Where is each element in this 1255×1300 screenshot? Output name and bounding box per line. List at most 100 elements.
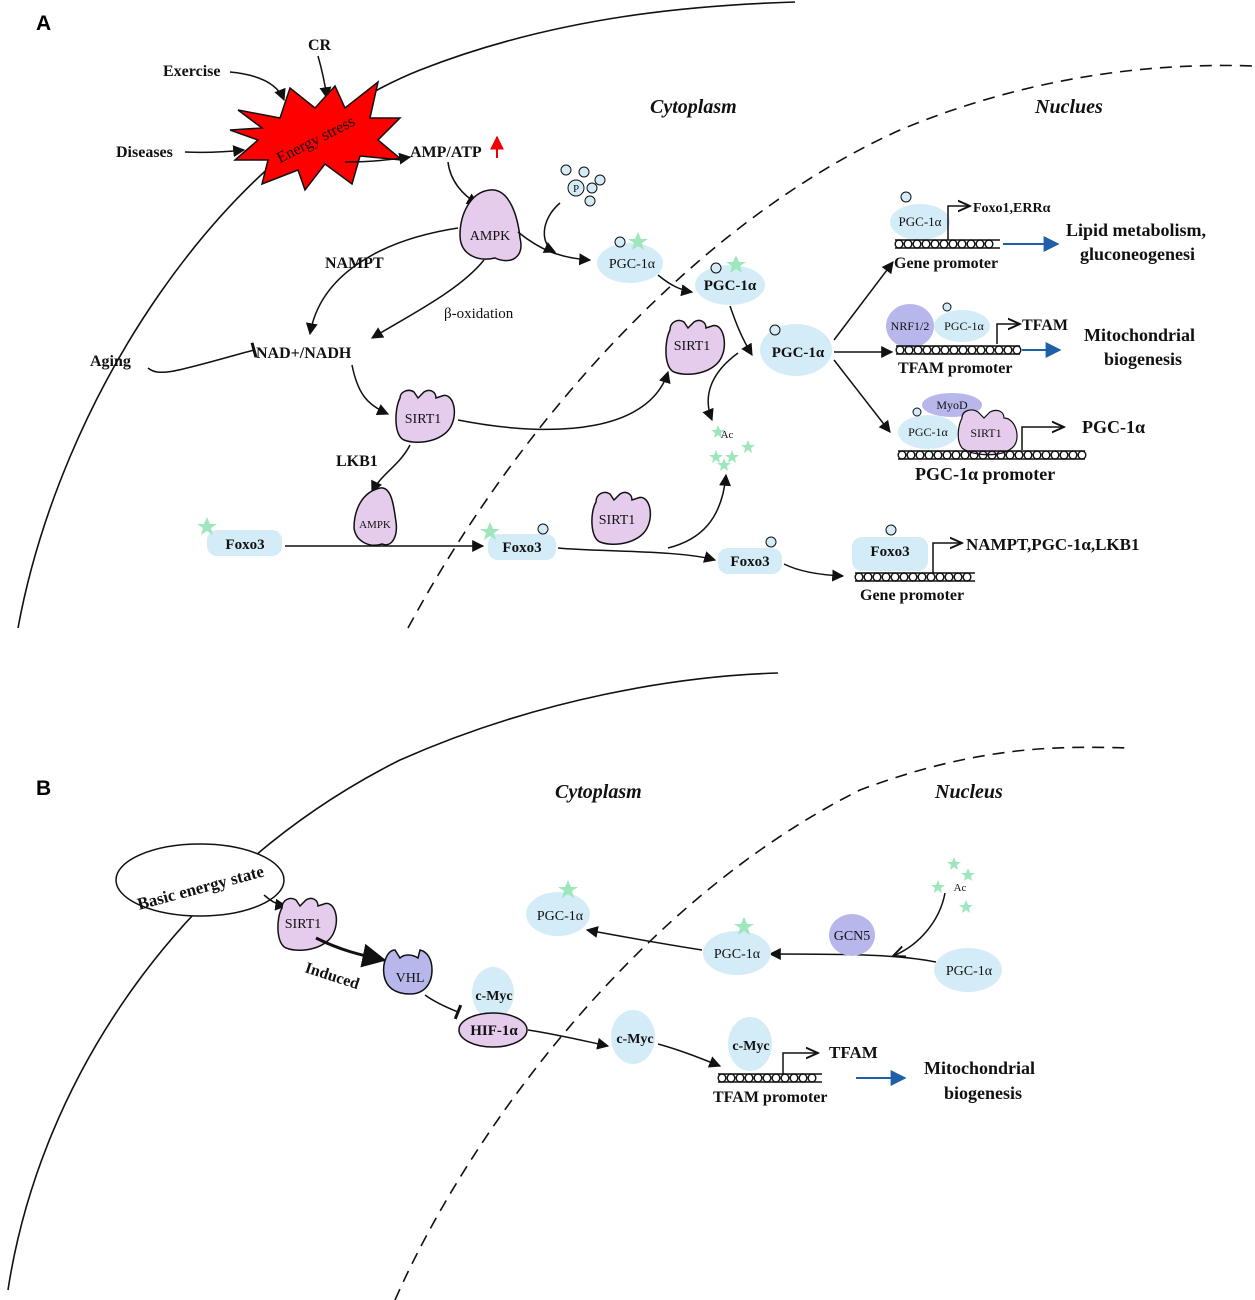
pgc1a-b-mid [703, 931, 771, 975]
dna-turn [863, 572, 873, 582]
dna-turn [1003, 345, 1013, 355]
gene1-dna [895, 239, 1000, 249]
pgc1a-cyto-label: PGC-1α [609, 257, 656, 272]
vhl-protein [382, 949, 433, 995]
gene1-outcome-line1: Lipid metabolism, [1066, 220, 1206, 240]
nampt-label: NAMPT [325, 255, 384, 272]
dna-turn [926, 572, 936, 582]
cmyc-bound [472, 967, 514, 1019]
induced-label: Induced [303, 960, 362, 994]
gene4-foxo3 [852, 537, 928, 571]
dna-turn [897, 450, 907, 460]
gene2-pgc1a [934, 310, 990, 342]
ampk-label: AMPK [470, 229, 510, 244]
sirt1-foxo [591, 491, 652, 546]
ampk-protein [459, 189, 522, 262]
gene3-sirt-label: SIRT1 [970, 426, 1001, 440]
nucleus-label-b: Nucleus [934, 781, 1003, 803]
dna-turn [1077, 450, 1087, 460]
phospho-mark-icon [710, 262, 722, 274]
dna-turn [908, 572, 918, 582]
dna-turn [753, 1073, 763, 1083]
sirt1-foxo-label: SIRT1 [599, 513, 636, 528]
dna-turn [899, 572, 909, 582]
hif1a-protein [458, 1012, 528, 1048]
dna-turn [933, 450, 943, 460]
panel-a: A Cytoplasm Nuclues Exercise CR Diseases… [17, 1, 1255, 629]
lkb1-label: LKB1 [336, 453, 378, 470]
nuclear-membrane-b [394, 746, 1131, 1300]
phospho-mark-icon [537, 523, 549, 535]
gene4-promoter-label: Gene promoter [860, 587, 964, 604]
gene2-tss-arrow [996, 324, 1020, 344]
panel-a-letter: A [36, 12, 51, 35]
dna-turn [771, 1073, 781, 1083]
dna-turn [735, 1073, 745, 1083]
dna-turn [717, 1073, 727, 1083]
acetyl-cluster: Ac [709, 425, 755, 471]
gene2-target-label: TFAM [1022, 317, 1068, 334]
nucleus-label: Nuclues [1034, 96, 1103, 118]
cmyc-free-label: c-Myc [616, 1032, 653, 1047]
cr-arrow [317, 55, 332, 100]
pgc1a-cyto [597, 243, 663, 283]
acetyl-cluster-b: Ac [931, 857, 975, 913]
panel-b: B Cytoplasm Nucleus Basic energy state S… [7, 672, 1131, 1300]
dna-turn [1050, 450, 1060, 460]
sirt1-b [277, 897, 338, 952]
ampk-small [353, 487, 398, 546]
vhl-label: VHL [396, 971, 425, 986]
dna-turn [744, 1073, 754, 1083]
dna-turn [780, 1073, 790, 1083]
dna-turn [942, 450, 952, 460]
nuclear-membrane [407, 64, 1255, 629]
gene1-outcome-line2: gluconeogenesi [1080, 244, 1195, 264]
energy-stress-burst [229, 80, 405, 192]
pgc1a-b-end-label: PGC-1α [537, 909, 584, 924]
dna-turn [975, 239, 985, 249]
pgc1a-b-end [526, 892, 590, 936]
gene4-target-label: NAMPT,PGC-1α,LKB1 [966, 535, 1140, 554]
basic-energy-ellipse [115, 843, 285, 917]
cmyc-bound-label: c-Myc [475, 989, 512, 1004]
dna-turn [984, 239, 994, 249]
dna-turn [949, 345, 959, 355]
dna-turn [1005, 450, 1015, 460]
cell-membrane-b [7, 672, 779, 1291]
aging-inhibition [147, 342, 258, 374]
dna-turn [1032, 450, 1042, 460]
dna-helix-ticks [854, 572, 972, 582]
gene4-tss-arrow [932, 543, 962, 573]
dna-turn [957, 239, 967, 249]
dna-helix-ticks [895, 345, 1022, 355]
sirt1-b-label: SIRT1 [285, 917, 322, 932]
dna-turn [913, 345, 923, 355]
phospho-mark-icon [885, 524, 897, 536]
gcn5-protein [829, 914, 875, 956]
gene1-pgc1a [890, 204, 950, 240]
dna-turn [872, 572, 882, 582]
acetyl-star-icon [197, 517, 217, 535]
sirt1-cyto-label: SIRT1 [405, 412, 442, 427]
dna-turn [960, 450, 970, 460]
dna-turn [917, 572, 927, 582]
dna-turn [985, 345, 995, 355]
cmyc-gene [728, 1017, 772, 1071]
acetyl-star-icon [734, 917, 754, 935]
acetyl-transfer-arrow [893, 892, 946, 956]
dna-turn [1023, 450, 1033, 460]
dna-turn [924, 450, 934, 460]
gene2-complex: NRF1/2 PGC-1α TFAM TFAM promoter Mitocho… [886, 302, 1195, 377]
dna-turn [962, 572, 972, 582]
pgc1a-b-start [934, 948, 1002, 992]
gene4-protein-label: Foxo3 [870, 544, 909, 560]
dna-turn [969, 450, 979, 460]
dna-turn [895, 345, 905, 355]
foxo3-nuclear-label: Foxo3 [502, 540, 541, 556]
dna-turn [922, 345, 932, 355]
phosphate-cluster: P [560, 164, 606, 207]
phospho-mark-icon [614, 236, 626, 248]
amp-atp-label: AMP/ATP [410, 144, 482, 161]
tfam-target-label: TFAM [829, 1043, 878, 1062]
dna-turn [987, 450, 997, 460]
